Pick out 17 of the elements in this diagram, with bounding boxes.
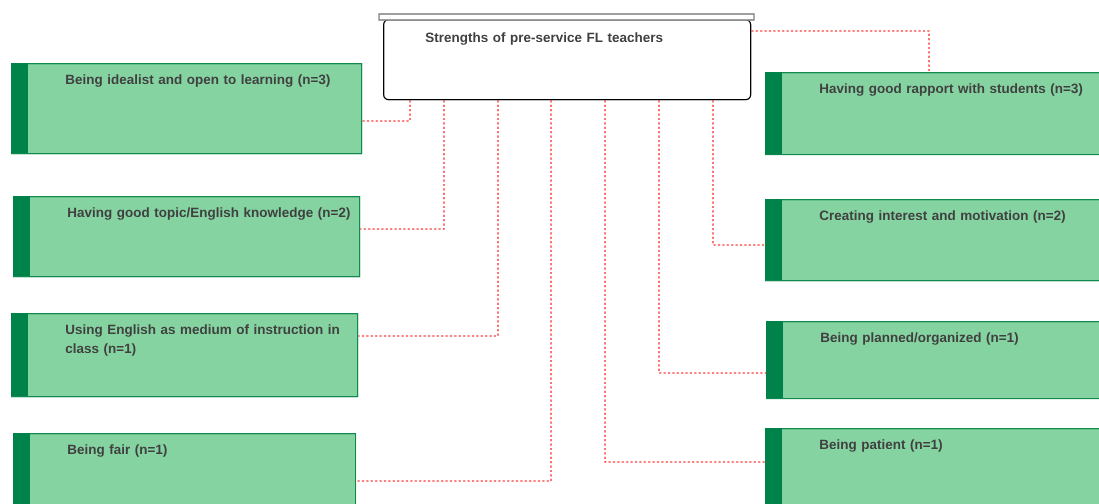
connector <box>604 99 766 463</box>
connector <box>361 99 411 122</box>
connector <box>355 99 552 482</box>
category-box: Having good topic/English knowledge (n=2) <box>13 196 361 278</box>
category-box: Using English as medium of instruction in class (n=1) <box>11 313 359 398</box>
category-box: Being planned/organized (n=1) <box>766 321 1099 400</box>
category-box: Being patient (n=1) <box>765 428 1099 504</box>
title-box: Strengths of pre-service FL teachers <box>378 13 755 101</box>
category-box: Being idealist and open to learning (n=3) <box>11 63 363 155</box>
category-box: Being fair (n=1) <box>13 433 357 504</box>
connector <box>359 99 445 230</box>
category-box: Creating interest and motivation (n=2) <box>765 199 1099 282</box>
connector <box>712 99 766 246</box>
connector <box>750 30 930 73</box>
connector <box>658 99 767 374</box>
category-box: Having good rapport with students (n=3) <box>765 72 1099 156</box>
connector <box>357 99 499 337</box>
